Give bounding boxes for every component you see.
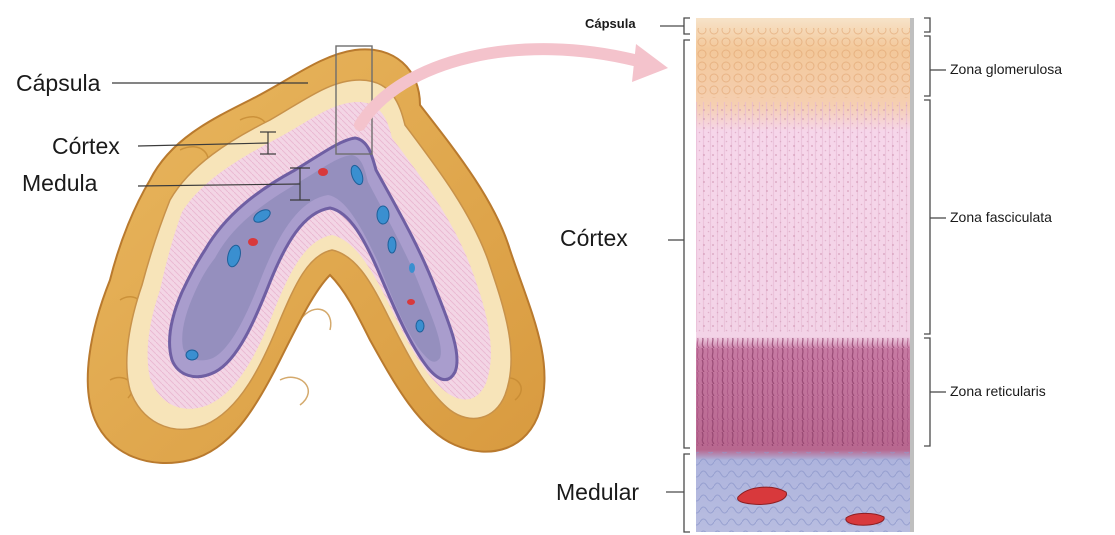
label-medular: Medular <box>556 479 639 506</box>
zona-glomerulosa-tissue <box>696 28 910 98</box>
label-zona-fasciculata: Zona fasciculata <box>950 209 1052 225</box>
label-capsula: Cápsula <box>16 70 100 97</box>
zona-reticularis-tissue <box>696 338 910 446</box>
column-vessel-2 <box>846 513 884 525</box>
label-medula: Medula <box>22 170 97 197</box>
label-capsula-column: Cápsula <box>585 16 636 31</box>
label-zona-glomerulosa: Zona glomerulosa <box>950 61 1062 77</box>
label-zona-reticularis: Zona reticularis <box>950 383 1046 399</box>
label-cortex: Córtex <box>52 133 120 160</box>
cortical-column <box>660 18 946 532</box>
adrenal-gland-cross-section <box>88 44 668 463</box>
label-cortex-column: Córtex <box>560 225 628 252</box>
